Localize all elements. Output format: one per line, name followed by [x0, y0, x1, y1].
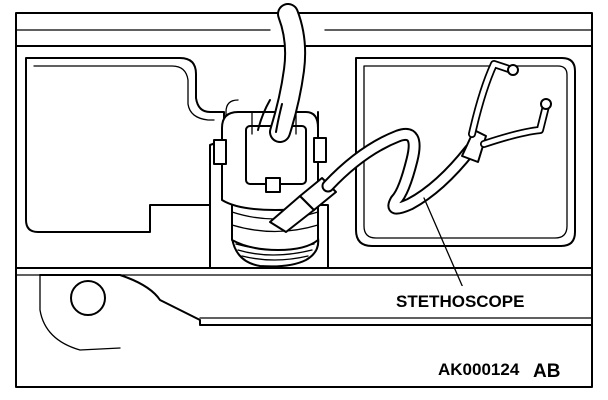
stethoscope — [269, 60, 552, 233]
figure-suffix: AB — [533, 361, 560, 382]
injector-harness — [257, 3, 307, 143]
fuel-injector — [213, 111, 327, 268]
stethoscope-label: STETHOSCOPE — [396, 292, 524, 311]
callout-leader — [423, 197, 465, 291]
figure-code: AK000124 — [438, 360, 520, 379]
intake-manifold — [15, 267, 593, 351]
earpiece-left — [507, 64, 519, 76]
figure-frame — [15, 12, 593, 388]
bolt-hole — [70, 280, 106, 316]
earpiece-right — [540, 98, 552, 110]
